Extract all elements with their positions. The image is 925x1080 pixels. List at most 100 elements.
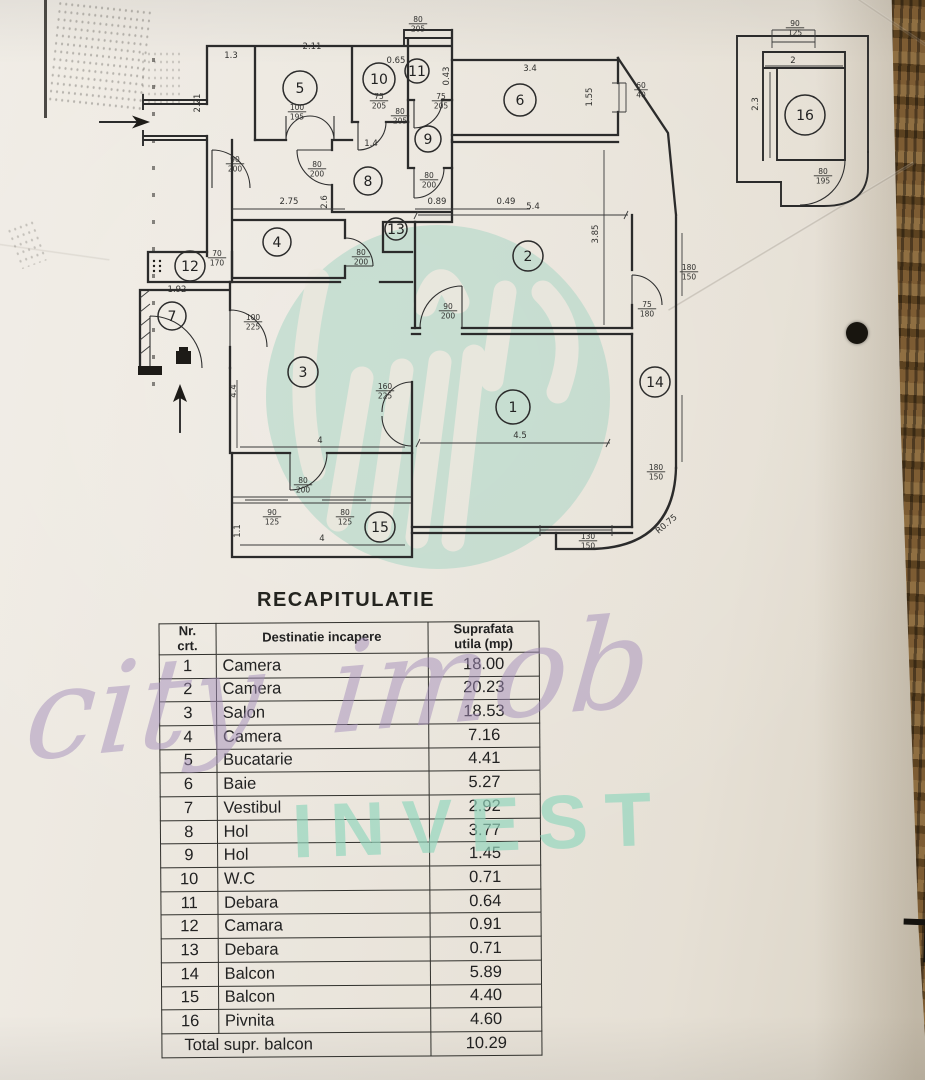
svg-text:80: 80 xyxy=(298,476,308,485)
entrance-arrow-icon xyxy=(99,115,150,129)
room-circle xyxy=(362,62,396,96)
room-circle xyxy=(384,217,408,241)
svg-text:1.4: 1.4 xyxy=(364,139,378,149)
table-cell: Bucatarie xyxy=(216,747,429,773)
plan-symbols xyxy=(99,115,191,433)
svg-text:200: 200 xyxy=(228,165,243,174)
floor-plan: 123456789101112131415161.32.11802050.652… xyxy=(99,15,869,569)
table-cell: Balcon xyxy=(218,960,431,986)
room-number: 4 xyxy=(273,235,282,251)
svg-text:90: 90 xyxy=(230,155,240,164)
svg-text:200: 200 xyxy=(354,258,369,267)
dimension-label: 0.65 xyxy=(387,56,406,66)
svg-text:2.6: 2.6 xyxy=(320,195,330,209)
svg-text:80: 80 xyxy=(395,107,405,116)
table-cell: 7 xyxy=(160,796,218,821)
hole-punch xyxy=(846,322,868,344)
walls xyxy=(138,28,869,559)
svg-text:R0.75: R0.75 xyxy=(654,513,679,537)
table-cell: 15 xyxy=(161,985,219,1011)
dimension-label: 1.4 xyxy=(364,139,378,149)
table-cell: Debara xyxy=(217,937,431,963)
svg-text:225: 225 xyxy=(246,323,261,332)
svg-text:1.3: 1.3 xyxy=(224,51,238,61)
svg-text:70: 70 xyxy=(212,249,222,258)
table-cell: 12 xyxy=(161,914,218,939)
table-cell: 5.27 xyxy=(428,770,541,795)
room-circle xyxy=(262,227,292,257)
table-cell: 6 xyxy=(160,772,217,797)
table-cell: Vestibul xyxy=(216,794,430,821)
svg-text:80: 80 xyxy=(424,171,434,180)
entrance-threshold xyxy=(138,366,162,375)
table-cell: Camara xyxy=(217,913,430,939)
svg-text:150: 150 xyxy=(581,542,596,551)
room-circle xyxy=(495,389,531,425)
svg-text:40: 40 xyxy=(636,91,646,100)
svg-text:90: 90 xyxy=(267,508,277,517)
photocopy-dashed-line xyxy=(152,58,155,396)
room-number: 8 xyxy=(364,174,373,190)
table-cell: Camera xyxy=(216,676,429,702)
dimension-label: 3.4 xyxy=(523,64,537,74)
table-cell: 20.23 xyxy=(428,675,540,701)
table-cell: 14 xyxy=(161,962,219,987)
room-number: 9 xyxy=(424,132,433,148)
svg-text:150: 150 xyxy=(682,273,697,282)
svg-text:125: 125 xyxy=(265,518,280,527)
room-circle xyxy=(353,166,383,196)
room-number: 16 xyxy=(796,108,814,124)
table-cell: 5.89 xyxy=(430,959,542,985)
header-area: Suprafata utila (mp) xyxy=(427,621,540,653)
svg-text:75: 75 xyxy=(374,92,384,101)
svg-text:160: 160 xyxy=(378,382,393,391)
svg-text:75: 75 xyxy=(642,300,652,309)
table-cell: W.C xyxy=(217,866,430,892)
table-cell: 13 xyxy=(161,938,219,963)
svg-text:200: 200 xyxy=(310,170,325,179)
page-title: RECAPITULATIE xyxy=(257,589,436,611)
table-cell: 0.64 xyxy=(429,888,542,914)
table-cell: 4.60 xyxy=(430,1007,542,1032)
svg-text:180: 180 xyxy=(682,263,697,272)
table-cell: Hol xyxy=(217,842,430,868)
table-cell: Hol xyxy=(217,818,430,844)
room-circle xyxy=(512,240,544,272)
svg-text:80: 80 xyxy=(413,15,423,24)
table-cell: Balcon xyxy=(218,984,431,1010)
svg-text:200: 200 xyxy=(441,312,456,321)
room-circle xyxy=(784,94,826,136)
total-row: Total supr. balcon 10.29 xyxy=(161,1031,543,1058)
svg-text:100: 100 xyxy=(290,103,305,112)
header-nr: Nr. crt. xyxy=(158,623,216,655)
svg-text:2: 2 xyxy=(790,56,795,66)
svg-text:180: 180 xyxy=(640,310,655,319)
svg-text:80: 80 xyxy=(818,167,828,176)
svg-text:200: 200 xyxy=(422,181,437,190)
svg-text:4: 4 xyxy=(317,436,322,446)
dimension-label: 0.89 xyxy=(428,197,447,207)
table-cell: Salon xyxy=(216,700,429,726)
svg-text:130: 130 xyxy=(581,532,596,541)
table-cell: 0.71 xyxy=(429,865,541,890)
svg-text:1.1: 1.1 xyxy=(233,524,243,538)
